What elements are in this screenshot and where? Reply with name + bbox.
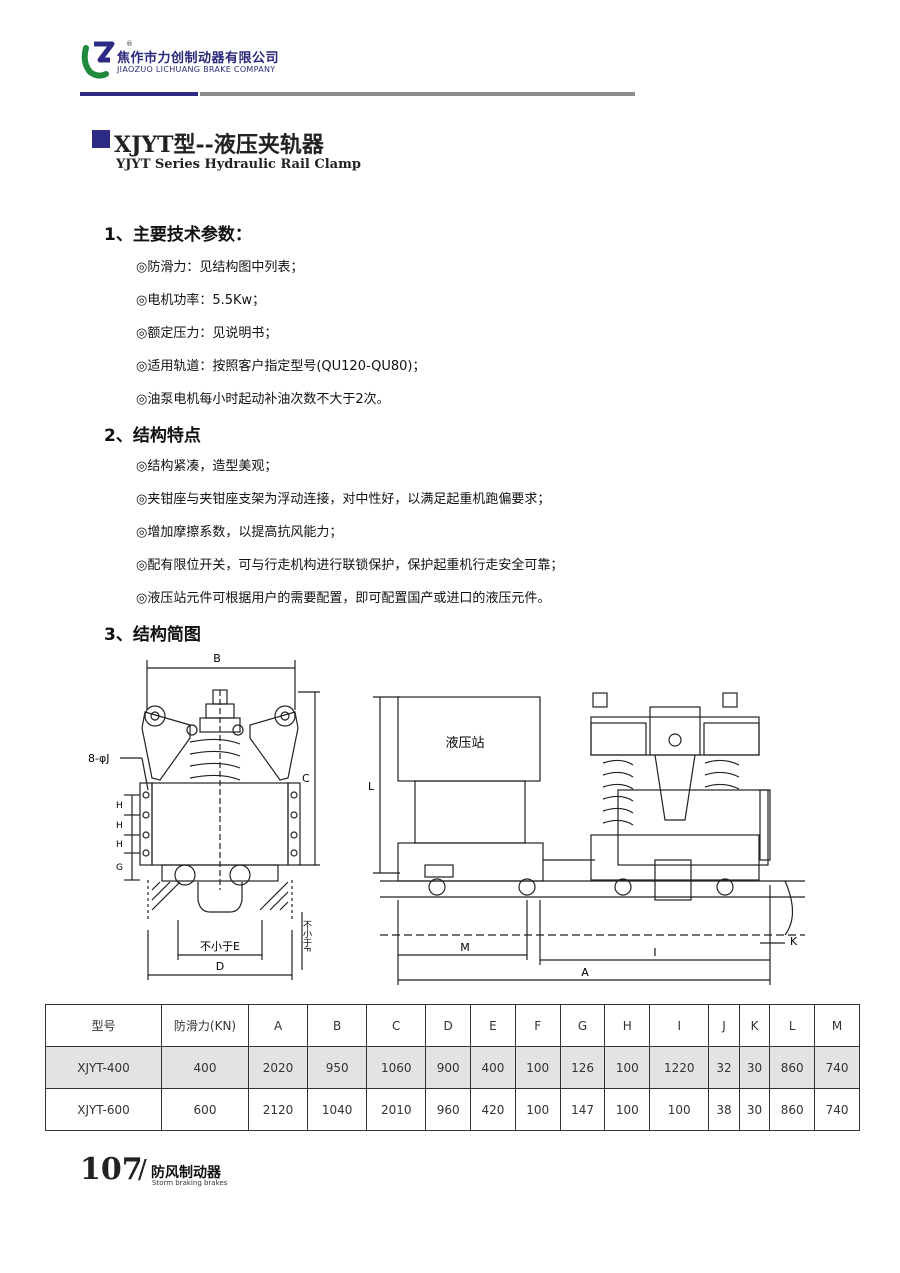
table-cell: 960 <box>425 1088 472 1131</box>
label-J: 8-φJ <box>88 752 109 765</box>
table-cell: XJYT-600 <box>45 1088 162 1131</box>
list-item: ◎电机功率：5.5Kw； <box>136 293 266 308</box>
table-cell: 2120 <box>247 1088 309 1131</box>
footer-title-en: Storm braking brakes <box>152 1179 228 1187</box>
company-name-en: JIAOZUO LICHUANG BRAKE COMPANY <box>117 65 276 74</box>
table-cell: 2020 <box>247 1046 309 1089</box>
list-item: ◎防滑力：见结构图中列表； <box>136 260 304 275</box>
page-subtitle: YJYT Series Hydraulic Rail Clamp <box>116 157 361 172</box>
table-cell: 1040 <box>307 1088 368 1131</box>
list-item: ◎夹钳座与夹钳座支架为浮动连接，对中性好，以满足起重机跑偏要求； <box>136 492 551 507</box>
section-heading-features: 2、结构特点 <box>104 426 201 446</box>
section-heading-diagram: 3、结构简图 <box>104 625 201 645</box>
table-cell: 147 <box>559 1088 606 1131</box>
label-A: A <box>581 966 589 979</box>
table-header: F <box>514 1004 561 1047</box>
company-logo <box>80 38 118 80</box>
table-cell: 100 <box>604 1088 651 1131</box>
label-C: C <box>302 772 310 785</box>
table-header: H <box>604 1004 651 1047</box>
table-cell: 30 <box>738 1088 771 1131</box>
table-cell: 100 <box>514 1088 561 1131</box>
spec-table: 型号 防滑力(KN) A B C D E F G H I J K L M XJY… <box>45 1004 860 1131</box>
page-title: XJYT型--液压夹轨器 <box>114 132 324 158</box>
list-item: ◎油泵电机每小时起动补油次数不大于2次。 <box>136 392 390 407</box>
label-B: B <box>213 652 221 665</box>
table-header: I <box>649 1004 710 1047</box>
table-cell: 860 <box>769 1046 816 1089</box>
table-cell: 420 <box>470 1088 516 1131</box>
table-header: L <box>769 1004 816 1047</box>
table-cell: 400 <box>161 1046 249 1089</box>
table-cell: 740 <box>814 1088 860 1131</box>
header-rule-gray <box>200 92 635 96</box>
label-station: 液压站 <box>445 736 484 751</box>
label-I: I <box>653 946 656 959</box>
label-D: D <box>216 960 224 973</box>
list-item: ◎结构紧凑，造型美观； <box>136 459 278 474</box>
list-item: ◎配有限位开关，可与行走机构进行联锁保护，保护起重机行走安全可靠； <box>136 558 564 573</box>
table-header-row: 型号 防滑力(KN) A B C D E F G H I J K L M <box>45 1004 860 1047</box>
table-header: B <box>307 1004 368 1047</box>
table-cell: 1060 <box>366 1046 427 1089</box>
front-view-drawing: B C 8-φJ H H H G 不小于E D 不小于F <box>88 652 320 980</box>
table-header: C <box>366 1004 427 1047</box>
table-cell: 400 <box>470 1046 516 1089</box>
list-item: ◎额定压力：见说明书； <box>136 326 278 341</box>
section-heading-parameters: 1、主要技术参数： <box>104 225 252 245</box>
table-row: XJYT-600 600 2120 1040 2010 960 420 100 … <box>45 1088 860 1131</box>
page-number: 107 <box>80 1152 143 1187</box>
label-E: 不小于E <box>200 940 240 953</box>
title-square-bullet <box>92 130 110 148</box>
label-L: L <box>368 780 375 793</box>
table-cell: 740 <box>814 1046 860 1089</box>
table-header: K <box>738 1004 771 1047</box>
list-item: ◎液压站元件可根据用户的需要配置，即可配置国产或进口的液压元件。 <box>136 591 551 606</box>
registered-mark: ® <box>126 40 133 48</box>
table-header: G <box>559 1004 606 1047</box>
table-cell: 38 <box>708 1088 740 1131</box>
list-item: ◎适用轨道：按照客户指定型号(QU120-QU80)； <box>136 359 426 374</box>
table-header: J <box>708 1004 740 1047</box>
table-cell: 2010 <box>366 1088 427 1131</box>
table-header: 型号 <box>45 1004 162 1047</box>
company-name-cn: 焦作市力创制动器有限公司 <box>117 51 280 66</box>
label-H3: H <box>116 840 123 850</box>
label-H1: H <box>116 801 123 811</box>
label-K: K <box>790 935 798 948</box>
label-G: G <box>116 863 123 873</box>
list-item: ◎增加摩擦系数，以提高抗风能力； <box>136 525 343 540</box>
footer-slash: / <box>138 1155 147 1185</box>
table-cell: 860 <box>769 1088 816 1131</box>
label-H2: H <box>116 821 123 831</box>
table-header: 防滑力(KN) <box>161 1004 249 1047</box>
table-cell: 100 <box>604 1046 651 1089</box>
table-cell: 900 <box>425 1046 472 1089</box>
label-F: 不小于F <box>301 920 312 952</box>
table-cell: 600 <box>161 1088 249 1131</box>
table-header: D <box>425 1004 472 1047</box>
table-header: M <box>814 1004 860 1047</box>
table-header: E <box>470 1004 516 1047</box>
footer-title-cn: 防风制动器 <box>151 1165 221 1181</box>
table-cell: 100 <box>514 1046 561 1089</box>
header-rule-navy <box>80 92 198 96</box>
table-cell: 100 <box>649 1088 710 1131</box>
table-cell: 126 <box>559 1046 606 1089</box>
table-cell: 32 <box>708 1046 740 1089</box>
table-header: A <box>247 1004 309 1047</box>
table-cell: 30 <box>738 1046 771 1089</box>
table-cell: 1220 <box>649 1046 710 1089</box>
table-row: XJYT-400 400 2020 950 1060 900 400 100 1… <box>45 1046 860 1089</box>
side-view-drawing: 液压站 L M I K A <box>368 692 805 985</box>
table-cell: XJYT-400 <box>45 1046 162 1089</box>
table-cell: 950 <box>307 1046 368 1089</box>
label-M: M <box>460 941 470 954</box>
